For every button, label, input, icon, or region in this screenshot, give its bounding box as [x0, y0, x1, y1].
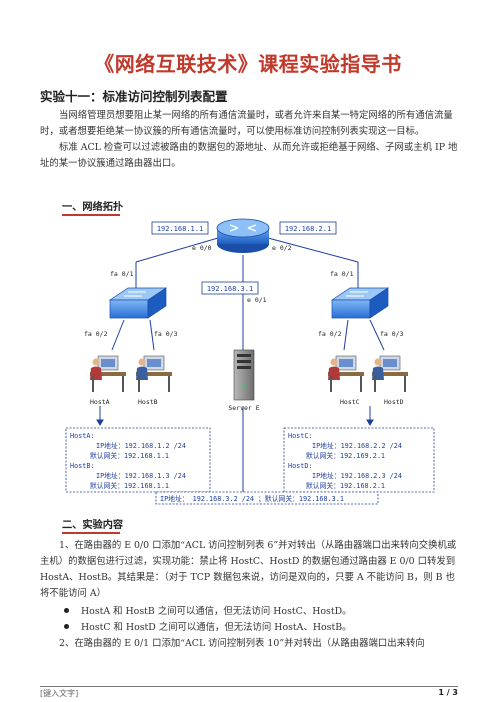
- right-box-line-4: HostD:: [288, 462, 313, 470]
- switch-left-icon: [108, 287, 168, 319]
- bullet-item-1-text: HostA 和 HostB 之间可以通信，但无法访问 HostC、HostD。: [81, 606, 352, 617]
- content-paragraph-2-text: 2、在路由器的 E 0/1 口添加“ACL 访问控制列表 10”并对转出（从路由…: [59, 638, 425, 649]
- content-paragraph-2: 2、在路由器的 E 0/1 口添加“ACL 访问控制列表 10”并对转出（从路由…: [40, 636, 458, 652]
- left-box-line-3: 默认网关：192.168.1.1: [90, 451, 169, 460]
- page-number: 1 / 3: [438, 688, 458, 697]
- switch-left-fa03-label: fa 0/3: [154, 330, 178, 338]
- host-a-label: HostA: [90, 398, 110, 406]
- intro-paragraph-2: 标准 ACL 检查可以过滤被路由的数据包的源地址、从而允许或拒绝基于网络、子网或…: [40, 142, 458, 169]
- interface-e00-label: e 0/0: [192, 244, 212, 252]
- switch-left-fa02-label: fa 0/2: [84, 330, 108, 338]
- left-box-line-4: HostB:: [70, 462, 95, 470]
- router-left-ip-label: 192.168.1.1: [157, 225, 203, 233]
- host-a-icon: [90, 355, 126, 392]
- right-box-line-5: IP地址：192.168.2.3 /24: [312, 471, 402, 480]
- bullet-dot-icon: [64, 624, 69, 629]
- switch-right-fa03-label: fa 0/3: [380, 330, 404, 338]
- left-box-line-2: IP地址：192.168.1.2 /24: [96, 441, 186, 450]
- left-box-line-6: 默认网关：192.168.1.1: [90, 481, 169, 490]
- right-box-line-1: HostC:: [288, 432, 313, 440]
- switch-right-fa01-label: fa 0/1: [330, 270, 354, 278]
- router-mid-ip-label: 192.168.3.1: [207, 285, 253, 293]
- footer-divider: [40, 686, 458, 687]
- bullet-item-1: HostA 和 HostB 之间可以通信，但无法访问 HostC、HostD。: [64, 604, 352, 620]
- router-icon: [216, 218, 270, 253]
- left-box-line-1: HostA:: [70, 432, 95, 440]
- network-topology-diagram: 192.168.1.1 192.168.2.1 192.168.3.1 e 0/…: [65, 218, 435, 505]
- experiment-title: 实验十一：标准访问控制列表配置: [40, 89, 228, 104]
- content-paragraph-1-text: 1、在路由器的 E 0/0 口添加“ACL 访问控制列表 6”并对转出（从路由器…: [40, 540, 457, 599]
- host-c-icon: [328, 355, 364, 392]
- host-d-label: HostD: [384, 398, 404, 406]
- content-paragraph-1: 1、在路由器的 E 0/0 口添加“ACL 访问控制列表 6”并对转出（从路由器…: [40, 538, 458, 602]
- section-topology-heading: 一、网络拓扑: [62, 198, 123, 216]
- switch-right-fa02-label: fa 0/2: [318, 330, 342, 338]
- footer-left-text: [键入文字]: [40, 689, 79, 698]
- right-box-line-6: 默认网关：192.168.2.1: [306, 481, 385, 490]
- document-title: 《网络互联技术》课程实验指导书: [94, 52, 402, 76]
- bullet-item-2: HostC 和 HostD 之间可以通信，但无法访问 HostA、HostB。: [64, 620, 352, 636]
- left-box-line-5: IP地址：192.168.1.3 /24: [96, 471, 186, 480]
- bullet-item-2-text: HostC 和 HostD 之间可以通信，但无法访问 HostA、HostB。: [81, 622, 352, 633]
- server-icon: [233, 349, 255, 401]
- bullet-dot-icon: [64, 608, 69, 613]
- interface-e01-label: e 0/1: [247, 296, 267, 304]
- switch-left-fa01-label: fa 0/1: [110, 270, 134, 278]
- intro-paragraph-1: 当网络管理员想要阻止某一网络的所有通信流量时，或者允许来自某一特定网络的所有通信…: [40, 110, 453, 137]
- intro-text: 当网络管理员想要阻止某一网络的所有通信流量时，或者允许来自某一特定网络的所有通信…: [40, 108, 458, 172]
- server-label: Server E: [228, 404, 259, 412]
- host-b-label: HostB: [138, 398, 158, 406]
- interface-e02-label: e 0/2: [272, 244, 292, 252]
- host-b-icon: [136, 355, 172, 392]
- server-info-text: IP地址： 192.168.3.2 /24 ；默认网关：192.168.3.1: [160, 494, 344, 503]
- host-c-label: HostC: [340, 398, 360, 406]
- right-box-line-2: IP地址：192.168.2.2 /24: [312, 441, 402, 450]
- right-box-line-3: 默认网关：192.169.2.1: [306, 451, 385, 460]
- switch-right-icon: [330, 287, 390, 319]
- router-right-ip-label: 192.168.2.1: [285, 225, 331, 233]
- section-content-heading: 二、实验内容: [62, 516, 123, 534]
- host-d-icon: [372, 355, 408, 392]
